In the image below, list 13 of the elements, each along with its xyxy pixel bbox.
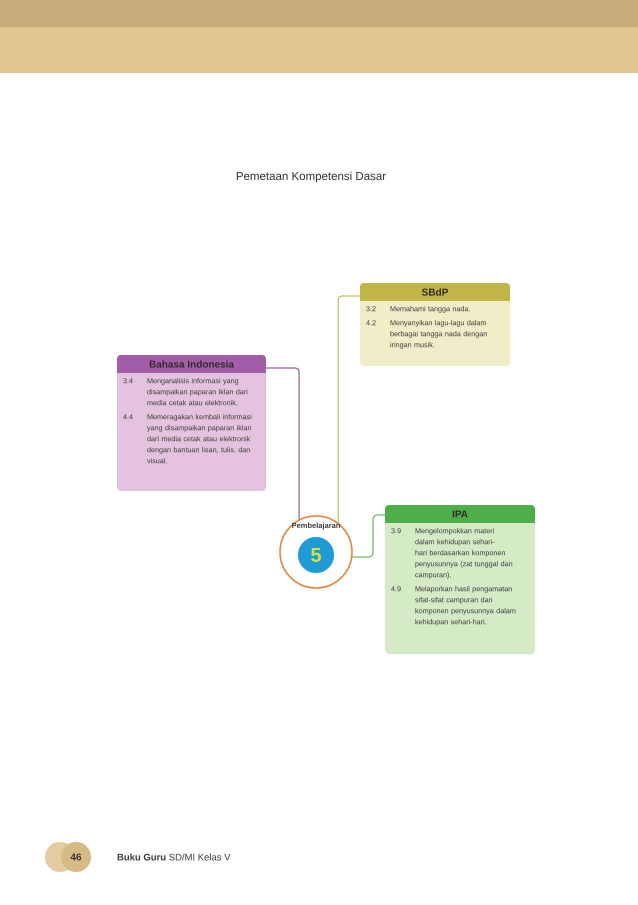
connector-line [338,296,360,524]
page-number-badge: 46 [45,842,91,872]
subject-card [385,505,535,654]
card-heading: Bahasa Indonesia [150,360,234,368]
subject-card [117,355,266,491]
lesson-number: 5 [311,548,321,562]
footer-text: Buku Guru SD/MI Kelas V [118,854,230,860]
card-heading: IPA [452,510,468,518]
lesson-badge [279,515,353,589]
subject-card [360,283,510,366]
page-title: Pemetaan Kompetensi Dasar [236,172,386,182]
connector-line [266,368,300,521]
card-heading: SBdP [422,288,448,296]
